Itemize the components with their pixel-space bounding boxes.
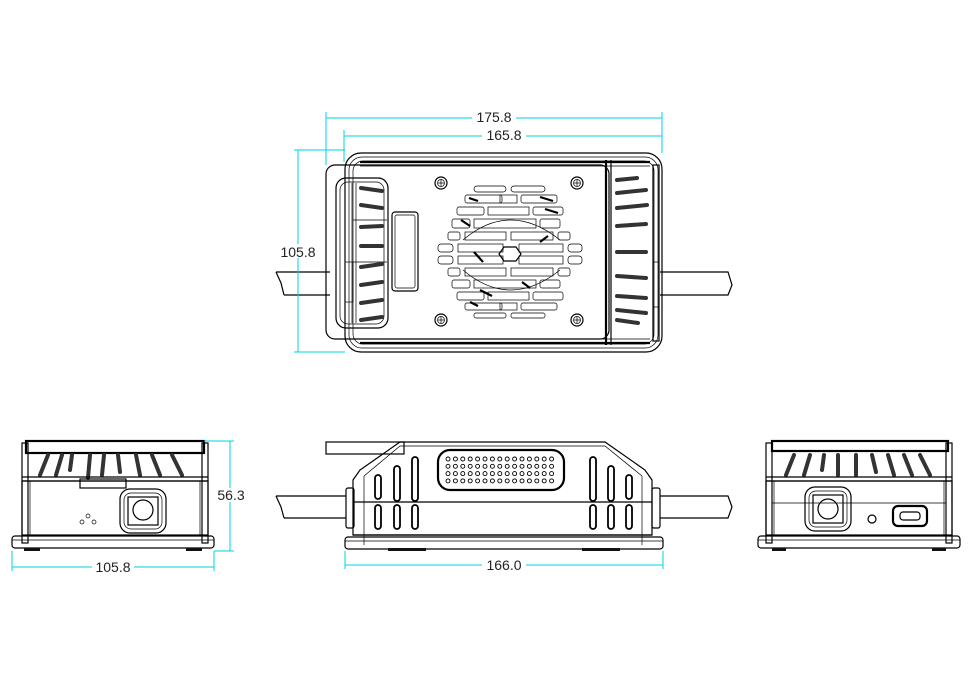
usb-port: [891, 504, 929, 528]
dimension-166-0: 166.0: [344, 551, 664, 573]
svg-text:56.3: 56.3: [217, 487, 244, 503]
dimension-56-3: 56.3: [204, 440, 248, 552]
screw-icon: [570, 313, 584, 327]
side-slots: [374, 456, 633, 530]
vent-grid: [436, 448, 566, 492]
heatsink-fins: [784, 453, 932, 477]
dimension-175-8: 175.8: [325, 109, 663, 165]
fan-hub: [498, 246, 522, 262]
screw-icon: [434, 176, 448, 190]
top-view: 175.8 165.8 105.8: [275, 109, 733, 353]
svg-text:105.8: 105.8: [280, 244, 315, 260]
vent-holes: [445, 456, 555, 484]
side-view-front: 166.0: [275, 441, 733, 573]
power-button: [119, 488, 167, 534]
svg-text:166.0: 166.0: [486, 557, 521, 573]
svg-text:105.8: 105.8: [95, 559, 130, 575]
svg-text:175.8: 175.8: [476, 109, 511, 125]
dimension-105-8-end: 105.8: [11, 551, 215, 575]
screws: [434, 176, 584, 327]
svg-text:165.8: 165.8: [486, 127, 521, 143]
left-vent-panel: [335, 177, 389, 329]
led-indicator: [867, 514, 877, 524]
end-view-left: 56.3 105.8: [11, 439, 248, 575]
dimension-165-8: 165.8: [343, 127, 662, 162]
screw-icon: [570, 176, 584, 190]
fan-grille: [437, 185, 583, 319]
dimension-105-8-top: 105.8: [278, 149, 345, 353]
right-cable: [660, 271, 733, 296]
heatsink-fins: [38, 453, 184, 480]
enclosure-body: [352, 441, 653, 545]
end-view-right: [757, 439, 961, 551]
led-holes: [79, 513, 97, 525]
right-vent-panel: [604, 160, 660, 345]
label-window: [391, 211, 419, 292]
screw-icon: [434, 313, 448, 327]
power-button: [804, 486, 852, 532]
left-cable: [275, 271, 330, 296]
